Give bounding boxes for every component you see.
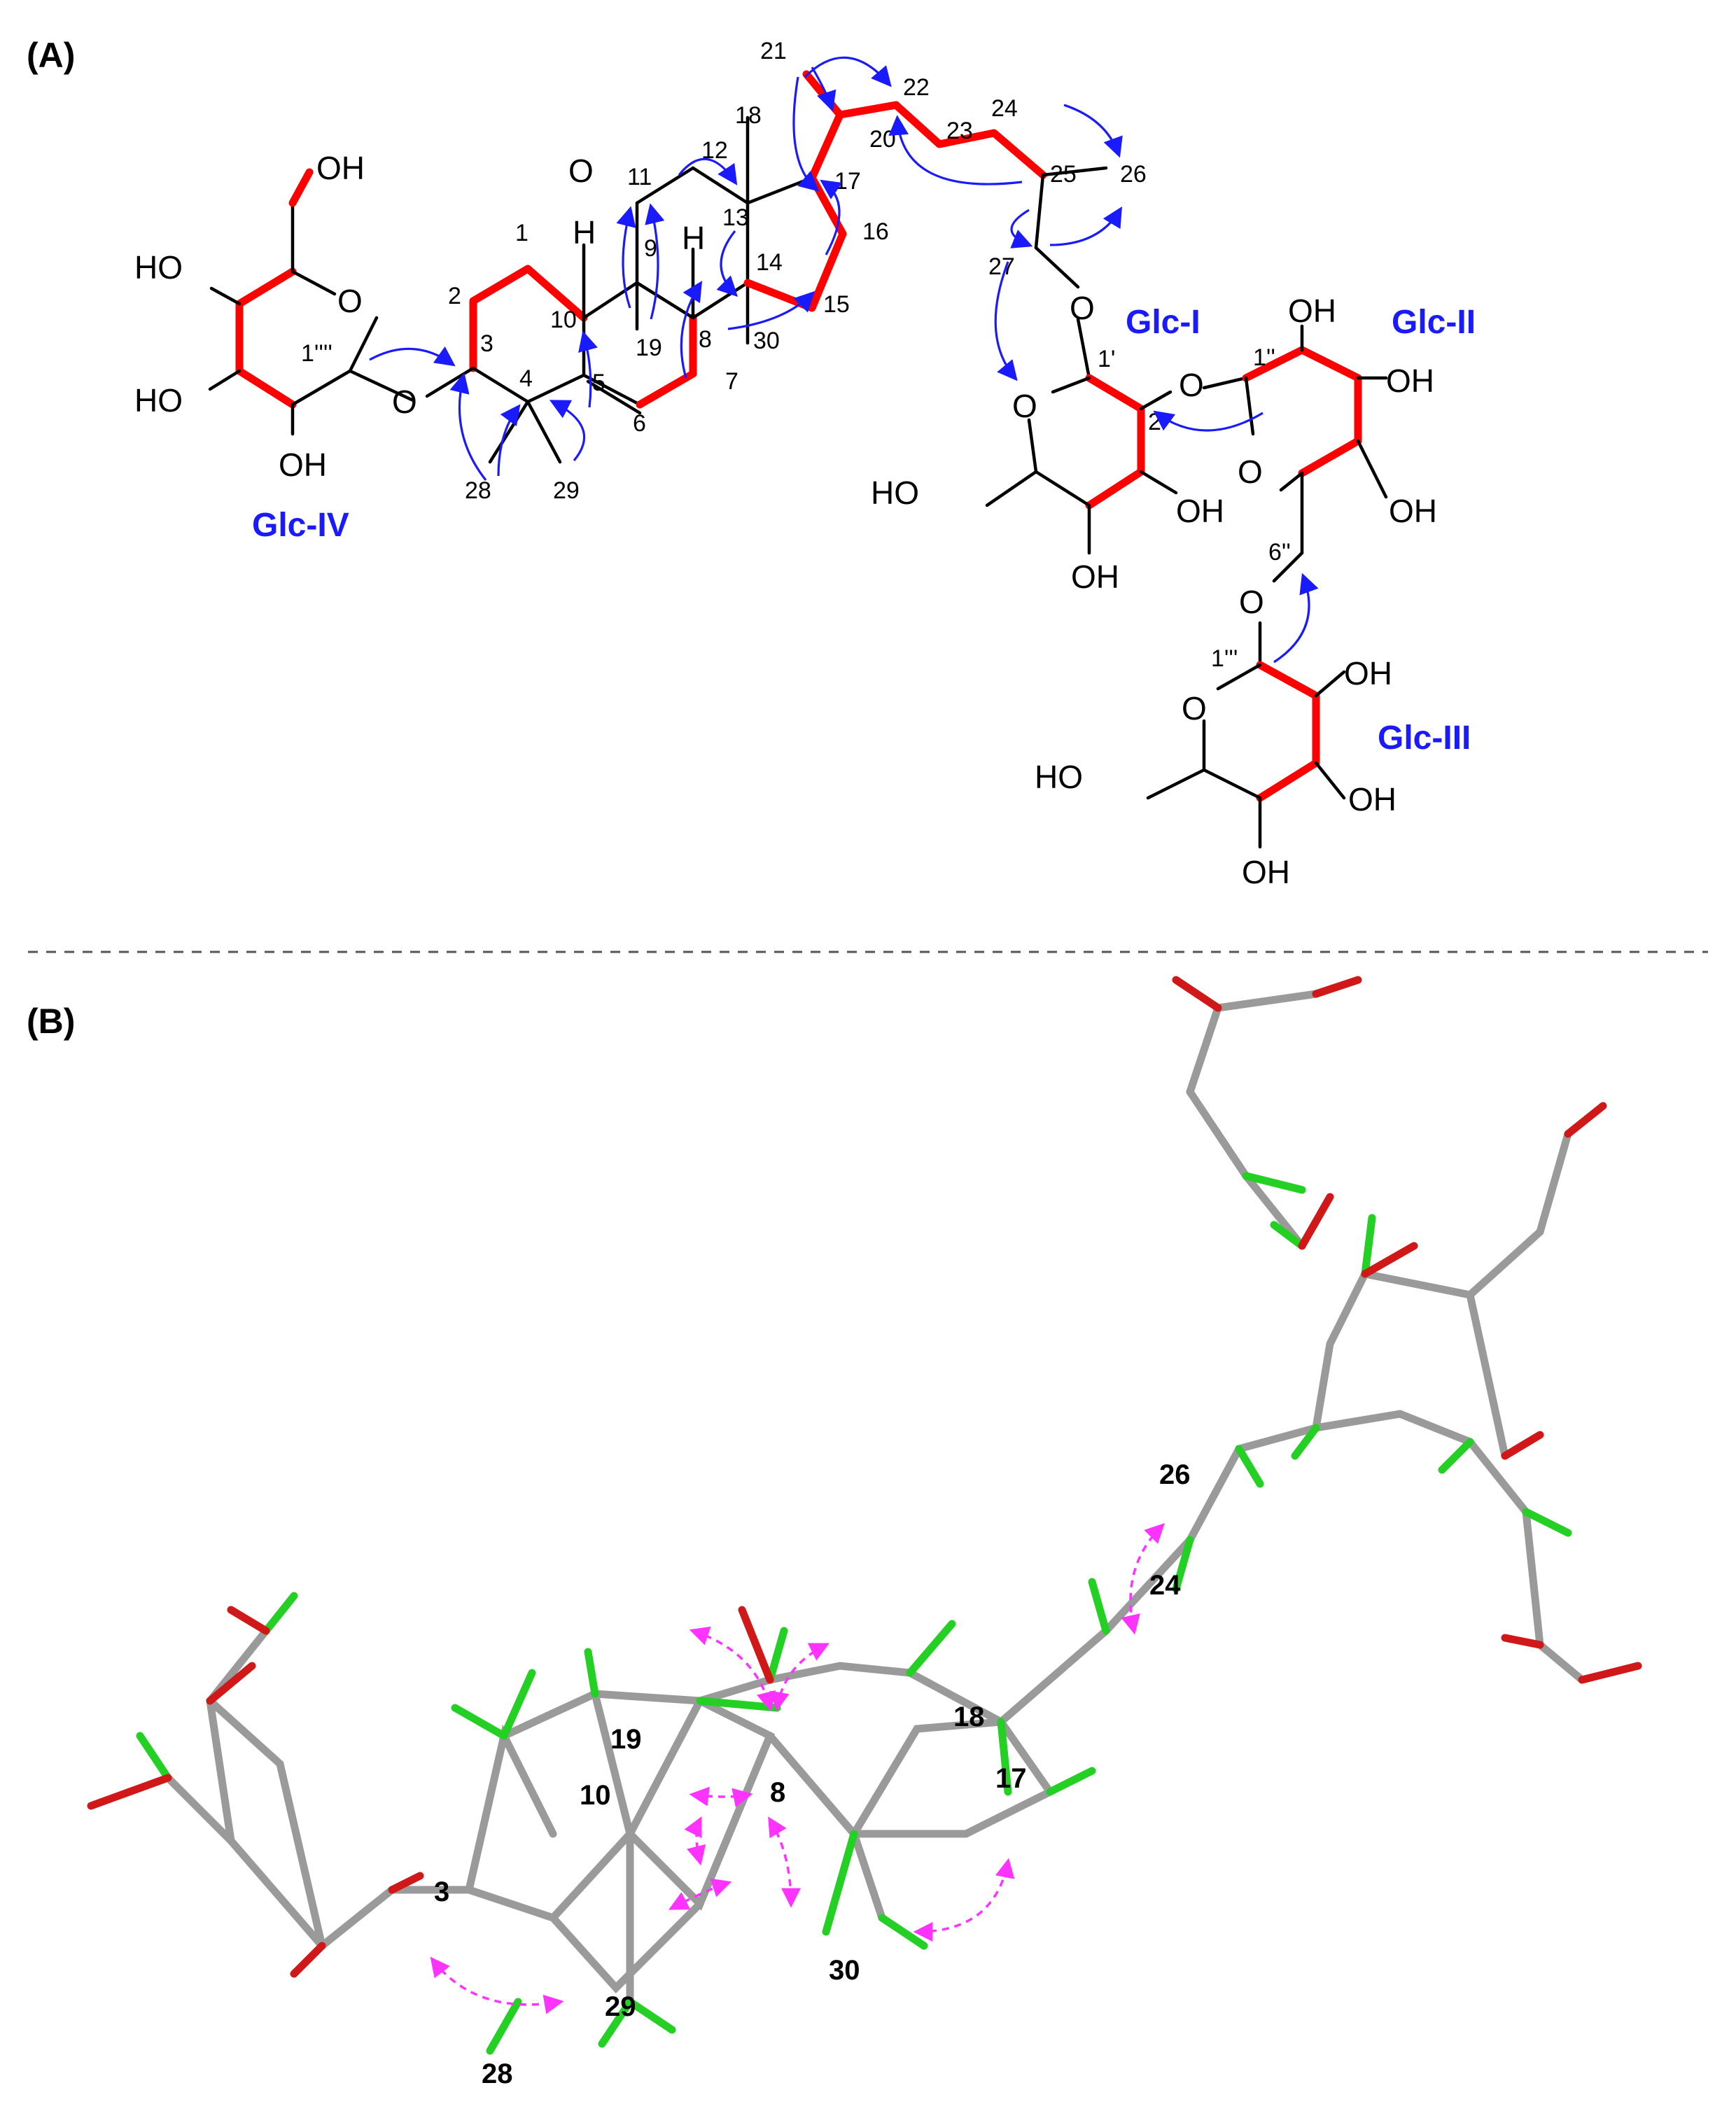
hmbc-arrows [369,56,1123,481]
glc-iii-label: Glc-III [1378,720,1471,757]
svg-text:8: 8 [770,1777,785,1808]
glc-iv-ring [208,168,415,436]
oh-label: OH [279,447,327,483]
svg-text:23: 23 [946,118,973,144]
panel-b-label: (B) [27,1002,75,1041]
svg-text:9: 9 [644,235,657,262]
oh-label: OH [1071,559,1119,595]
o-label: O [568,153,594,189]
panel-a-label: (A) [27,36,75,75]
glc-ii-ring [1202,324,1388,583]
svg-text:19: 19 [610,1724,642,1755]
oh-label: OH [1344,655,1392,692]
ho-label: HO [134,249,183,286]
locants-2d: 1 2 3 4 5 6 7 8 9 10 11 12 13 14 15 16 1… [448,38,1147,504]
glc-i-label: Glc-I [1126,304,1200,341]
svg-text:30: 30 [753,328,780,354]
glycoside-hmbc-arrows [994,261,1319,664]
svg-text:18: 18 [735,102,762,129]
svg-text:30: 30 [829,1955,860,1986]
svg-text:19: 19 [636,335,662,361]
glc-iv-label: Glc-IV [252,507,349,544]
svg-text:3: 3 [480,330,493,357]
o-label: O [337,283,363,319]
svg-text:16: 16 [862,218,889,245]
svg-text:28: 28 [482,2059,513,2089]
locant-6-dprime: 6'' [1268,539,1291,566]
o-label: O [1182,690,1207,727]
oh-label: OH [1176,493,1224,529]
oh-label: OH [1389,493,1437,529]
svg-text:17: 17 [834,168,861,195]
svg-text:21: 21 [760,38,787,64]
locant-1-prime4: 1'''' [301,340,332,367]
o-label: O [1070,290,1095,326]
svg-text:11: 11 [627,164,652,190]
glc-i-ring [985,317,1178,555]
o-label: O [1179,367,1204,403]
svg-text:27: 27 [988,253,1015,280]
svg-text:1: 1 [515,220,528,246]
ho-label: HO [871,475,919,511]
svg-text:5: 5 [592,370,606,396]
svg-text:6: 6 [633,410,646,437]
aglycone-skeleton [425,70,1108,464]
svg-text:13: 13 [722,204,749,231]
svg-text:25: 25 [1050,161,1077,188]
oh-label: OH [316,150,365,186]
o-label: O [1012,388,1037,424]
svg-text:2: 2 [448,283,461,309]
oh-label: OH [1242,854,1290,890]
svg-text:14: 14 [756,249,783,276]
h-label: H [682,220,705,256]
svg-text:18: 18 [953,1702,985,1732]
ho-label: HO [134,382,183,419]
ho-label: HO [1035,759,1083,795]
locants-3d: 3 8 10 17 18 19 24 26 28 29 30 [434,1459,1191,2089]
svg-text:10: 10 [580,1780,611,1811]
h-label: H [573,214,596,251]
svg-text:24: 24 [1149,1570,1181,1601]
noesy-arrows [430,1523,1165,2014]
svg-text:22: 22 [903,74,930,101]
locant-1-prime: 1' [1098,346,1115,372]
svg-text:8: 8 [699,326,712,353]
o-label: O [1238,454,1263,490]
o-label: O [1239,584,1264,620]
glc-ii-label: Glc-II [1392,304,1476,341]
svg-text:10: 10 [550,307,577,333]
svg-text:28: 28 [465,477,491,504]
molecule-3d-model [87,976,1642,2055]
locant-1-dprime: 1'' [1253,344,1275,371]
svg-text:17: 17 [995,1763,1027,1794]
locant-1-tprime: 1''' [1211,645,1238,672]
svg-text:29: 29 [605,1991,636,2022]
svg-text:4: 4 [519,365,533,392]
svg-text:7: 7 [725,368,738,395]
svg-text:24: 24 [991,95,1018,122]
oh-label: OH [1348,781,1396,818]
svg-text:26: 26 [1120,161,1147,188]
o-label: O [392,384,417,420]
svg-text:15: 15 [823,291,850,318]
svg-text:29: 29 [553,477,580,504]
svg-text:3: 3 [434,1877,449,1907]
glc-iii-ring [1146,621,1346,849]
oh-label: OH [1386,363,1434,399]
svg-text:20: 20 [869,126,896,153]
oh-label: OH [1288,293,1336,329]
svg-text:26: 26 [1159,1459,1191,1490]
